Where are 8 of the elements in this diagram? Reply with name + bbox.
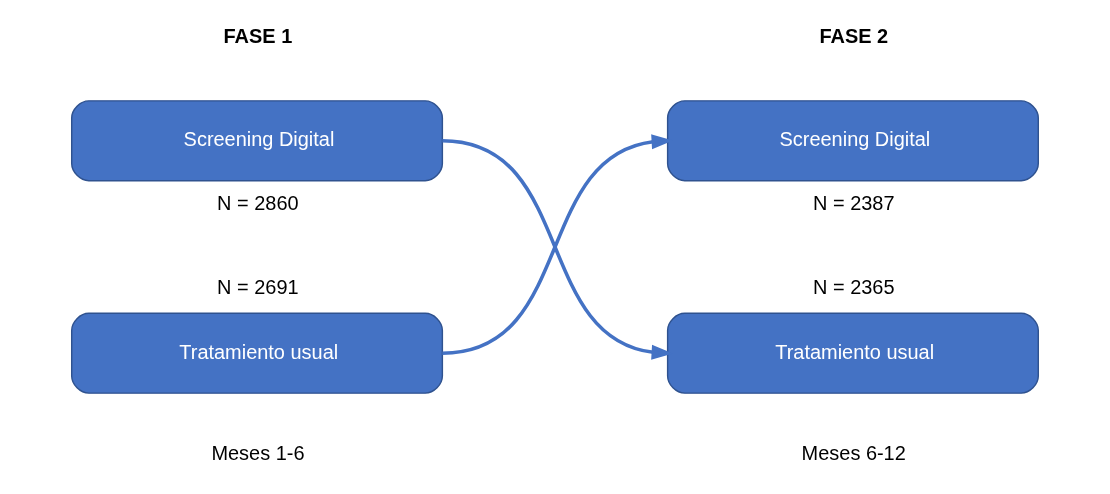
label: FASE 1 <box>223 25 293 48</box>
node-label: N = 2860 <box>217 192 299 215</box>
node-label: N = 2691 <box>217 276 299 299</box>
label: Meses 1-6 <box>211 441 305 464</box>
label: Meses 6-12 <box>801 441 906 464</box>
node-label: N = 2365 <box>813 276 895 299</box>
label: FASE 2 <box>819 25 889 48</box>
node-label: N = 2387 <box>813 192 895 215</box>
